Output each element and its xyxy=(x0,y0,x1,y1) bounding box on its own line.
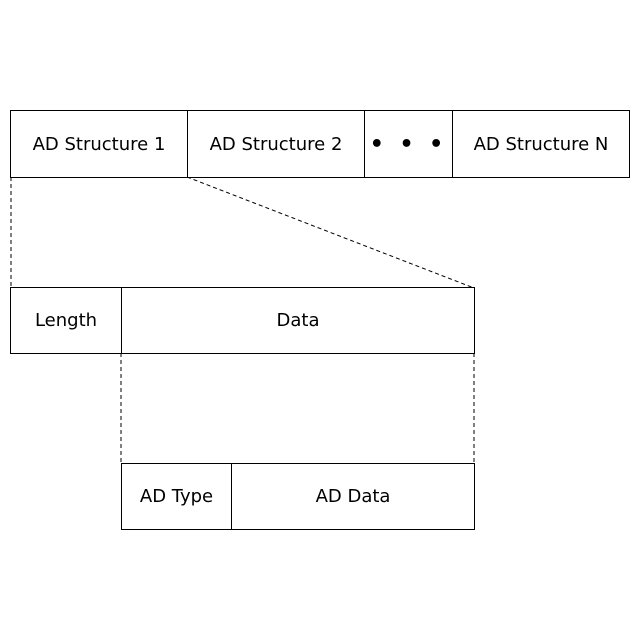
ad-structure-2-cell: AD Structure 2 xyxy=(187,110,365,178)
ad-structure-2-label: AD Structure 2 xyxy=(210,134,343,155)
ad-structure-n-cell: AD Structure N xyxy=(452,110,630,178)
length-label: Length xyxy=(35,310,97,331)
expand-line-right-top xyxy=(187,177,474,288)
ellipsis-label: • • • xyxy=(370,132,448,157)
ad-type-label: AD Type xyxy=(140,486,213,507)
ellipsis-cell: • • • xyxy=(364,110,453,178)
length-cell: Length xyxy=(10,287,122,354)
ad-type-cell: AD Type xyxy=(121,463,232,530)
data-label: Data xyxy=(277,310,320,331)
ad-data-cell: AD Data xyxy=(231,463,475,530)
ad-structure-n-label: AD Structure N xyxy=(474,134,609,155)
ad-structure-1-cell: AD Structure 1 xyxy=(10,110,188,178)
ad-structure-1-label: AD Structure 1 xyxy=(33,134,166,155)
data-cell: Data xyxy=(121,287,475,354)
ad-data-label: AD Data xyxy=(316,486,391,507)
